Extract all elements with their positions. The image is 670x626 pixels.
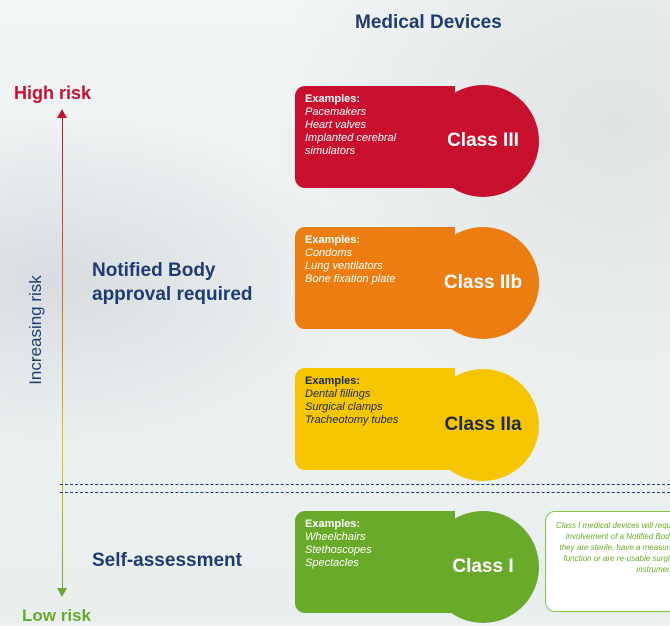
class-3-examples-card: Examples: Pacemakers Heart valves Implan… xyxy=(295,86,455,188)
class-2b-examples-card: Examples: Condoms Lung ventilators Bone … xyxy=(295,227,455,329)
example-item: Dental fillings xyxy=(305,388,371,400)
examples-label: Examples: xyxy=(305,518,361,530)
notified-body-line-1: Notified Body xyxy=(92,260,216,281)
notified-body-line-2: approval required xyxy=(92,284,253,305)
examples-label: Examples: xyxy=(305,375,361,387)
divider-line xyxy=(60,492,670,493)
self-assessment-category: Self-assessment xyxy=(92,550,242,571)
class-3-circle: Class III xyxy=(427,85,539,197)
class-1-circle: Class I xyxy=(427,511,539,623)
divider-line xyxy=(60,484,670,485)
axis-label: Increasing risk xyxy=(26,275,45,385)
high-risk-label: High risk xyxy=(14,83,92,103)
example-item: Surgical clamps xyxy=(305,401,383,413)
notified-body-category: Notified Body approval required xyxy=(92,259,253,307)
example-item: Spectacles xyxy=(305,557,359,569)
low-risk-label: Low risk xyxy=(22,606,91,625)
class-2a-circle: Class IIa xyxy=(427,369,539,481)
examples-label: Examples: xyxy=(305,93,361,105)
example-item: Bone fixation plate xyxy=(305,273,396,285)
arrow-down-icon xyxy=(57,588,67,597)
class-2b-circle: Class IIb xyxy=(427,227,539,339)
example-item: Lung ventilators xyxy=(305,260,383,272)
example-item: Tracheotomy tubes xyxy=(305,414,399,426)
example-item: Pacemakers xyxy=(305,106,367,118)
diagram-title: Medical Devices xyxy=(355,12,502,33)
example-item: Stethoscopes xyxy=(305,544,372,556)
examples-label: Examples: xyxy=(305,234,361,246)
example-item: Heart valves xyxy=(305,119,367,131)
example-item: Implanted cerebral simulators xyxy=(305,132,397,157)
example-item: Wheelchairs xyxy=(305,531,366,543)
class-1-note: Class I medical devices will require inv… xyxy=(545,511,670,612)
example-item: Condoms xyxy=(305,247,353,259)
risk-axis xyxy=(62,112,63,592)
